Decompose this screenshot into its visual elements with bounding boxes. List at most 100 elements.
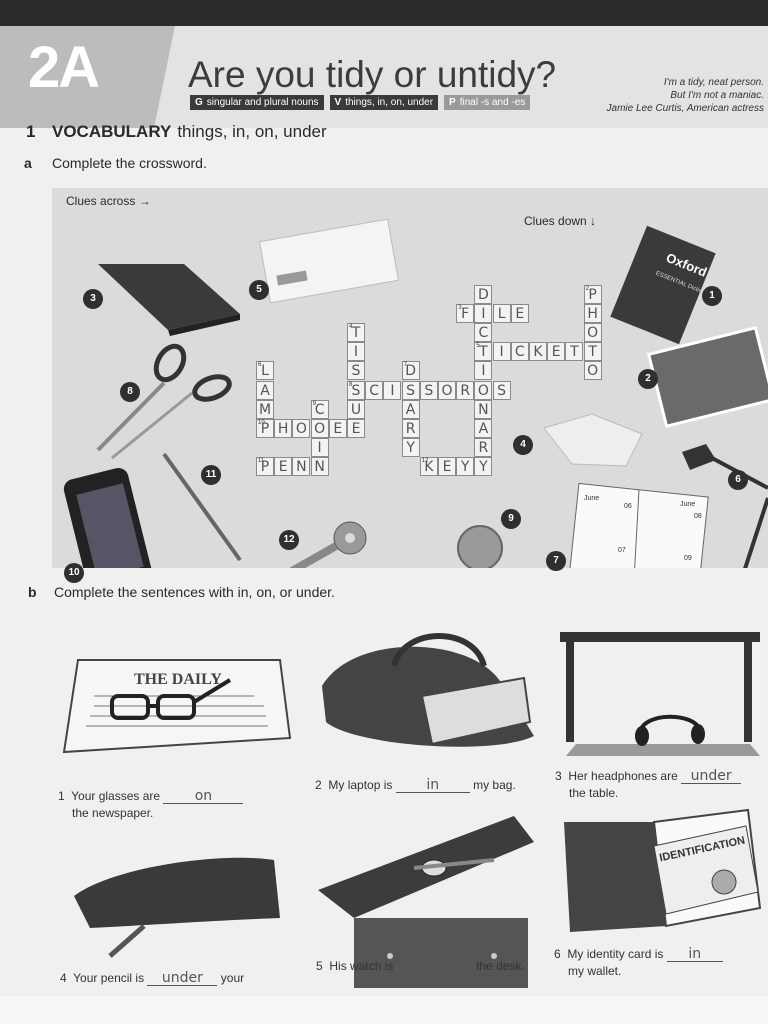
crossword-cell[interactable]: U	[347, 399, 365, 419]
crossword-cell[interactable]: N	[310, 456, 329, 476]
crossword-cell[interactable]: O	[583, 323, 602, 343]
part-b-instruction: Complete the sentences with in, on, or u…	[54, 584, 335, 600]
quote-line: But I'm not a maniac.	[670, 90, 764, 101]
crossword-cell[interactable]: D	[474, 285, 493, 304]
crossword-cell[interactable]: S	[347, 361, 365, 381]
crossword-clue-number: 12	[421, 457, 429, 464]
newspaper-icon: THE DAILY	[62, 659, 292, 754]
answer-blank[interactable]: on	[163, 789, 244, 804]
crossword-cell[interactable]: Y	[401, 437, 420, 457]
crossword-cell[interactable]: I	[474, 361, 493, 381]
crossword-cell[interactable]: O	[438, 380, 456, 400]
answer-blank[interactable]: under	[147, 971, 218, 986]
crossword-cell[interactable]: Y	[474, 456, 493, 476]
crossword-letter: O	[587, 325, 599, 342]
picture-number: 1	[702, 286, 722, 306]
crossword-cell[interactable]: O	[310, 418, 329, 438]
crossword-cell[interactable]: I	[310, 437, 329, 457]
headphones-icon	[635, 714, 705, 746]
crossword-cell[interactable]: L	[492, 304, 511, 324]
crossword-cell[interactable]: O	[583, 361, 602, 381]
crossword-cell[interactable]: H	[274, 418, 293, 438]
crossword-cell[interactable]: C	[510, 342, 529, 362]
picture-number: 9	[501, 509, 521, 529]
crossword-cell[interactable]: E	[547, 342, 566, 362]
crossword-cell[interactable]: T	[583, 342, 602, 362]
crossword-cell[interactable]: R	[401, 418, 420, 438]
key-icon	[289, 521, 367, 568]
crossword-cell[interactable]: N	[474, 399, 493, 419]
crossword-letter: O	[314, 420, 326, 437]
crossword-letter: O	[441, 382, 453, 399]
crossword-letter: T	[588, 344, 597, 361]
crossword-letter: C	[369, 382, 380, 399]
crossword-clue-number: 4	[349, 324, 353, 331]
crossword-cell[interactable]: E	[274, 456, 293, 476]
crossword-cell[interactable]: A	[256, 380, 274, 400]
crossword-cell[interactable]: O	[292, 418, 311, 438]
crossword-cell[interactable]: K	[529, 342, 547, 362]
crossword-letter: C	[514, 344, 525, 361]
crossword-cell[interactable]: S	[401, 380, 420, 400]
crossword-letter: P	[260, 420, 270, 437]
crossword-cell[interactable]: T	[565, 342, 584, 362]
crossword-cell[interactable]: E	[328, 418, 347, 438]
answer-blank[interactable]: on	[396, 959, 473, 974]
svg-text:June: June	[680, 501, 695, 508]
crossword-cell[interactable]: S	[492, 380, 511, 400]
svg-text:08: 08	[694, 513, 702, 520]
crossword-cell[interactable]: A	[401, 399, 420, 419]
picture-number: 12	[279, 530, 299, 550]
crossword-cell[interactable]: M	[256, 399, 274, 419]
crossword-letter: S	[351, 382, 361, 399]
crossword-cell[interactable]: H	[583, 304, 602, 324]
crossword-cell[interactable]: E	[438, 456, 456, 476]
picture-number: 3	[83, 289, 103, 309]
crossword-letter: R	[478, 439, 489, 456]
crossword-cell[interactable]: R	[474, 437, 493, 457]
crossword-letter: O	[295, 420, 307, 437]
crossword-cell[interactable]: C	[365, 380, 384, 400]
crossword-letter: I	[353, 344, 359, 361]
answer-blank[interactable]: under	[681, 769, 742, 784]
crossword-cell[interactable]: E	[347, 418, 365, 438]
svg-text:THE DAILY: THE DAILY	[134, 671, 222, 688]
crossword-cell[interactable]: I	[492, 342, 511, 362]
crossword-cell[interactable]: I	[347, 342, 365, 362]
crossword-letter: A	[478, 420, 489, 437]
crossword-cell[interactable]: E	[510, 304, 529, 324]
laptop-icon	[420, 676, 532, 746]
crossword-cell[interactable]: S	[419, 380, 438, 400]
crossword-cell[interactable]: I	[474, 304, 493, 324]
crossword-cell[interactable]: A	[474, 418, 493, 438]
crossword-clue-number: 10	[258, 419, 265, 426]
answer-blank[interactable]: in	[666, 947, 723, 962]
crossword-cell[interactable]: R	[456, 380, 475, 400]
crossword-cell[interactable]: Y	[456, 456, 475, 476]
photo-icon	[646, 325, 768, 429]
coin-icon	[457, 525, 503, 568]
crossword-cell[interactable]: O	[474, 380, 493, 400]
crossword-cell[interactable]: N	[292, 456, 311, 476]
crossword-cell[interactable]: C	[474, 323, 493, 343]
answer-blank[interactable]: in	[395, 778, 470, 793]
crossword-letter: T	[479, 344, 488, 361]
section-number: 1	[26, 122, 36, 141]
picture-number: 4	[513, 435, 533, 455]
crossword-letter: S	[424, 382, 434, 399]
crossword-letter: P	[588, 287, 597, 303]
crossword-cell[interactable]: I	[383, 380, 402, 400]
